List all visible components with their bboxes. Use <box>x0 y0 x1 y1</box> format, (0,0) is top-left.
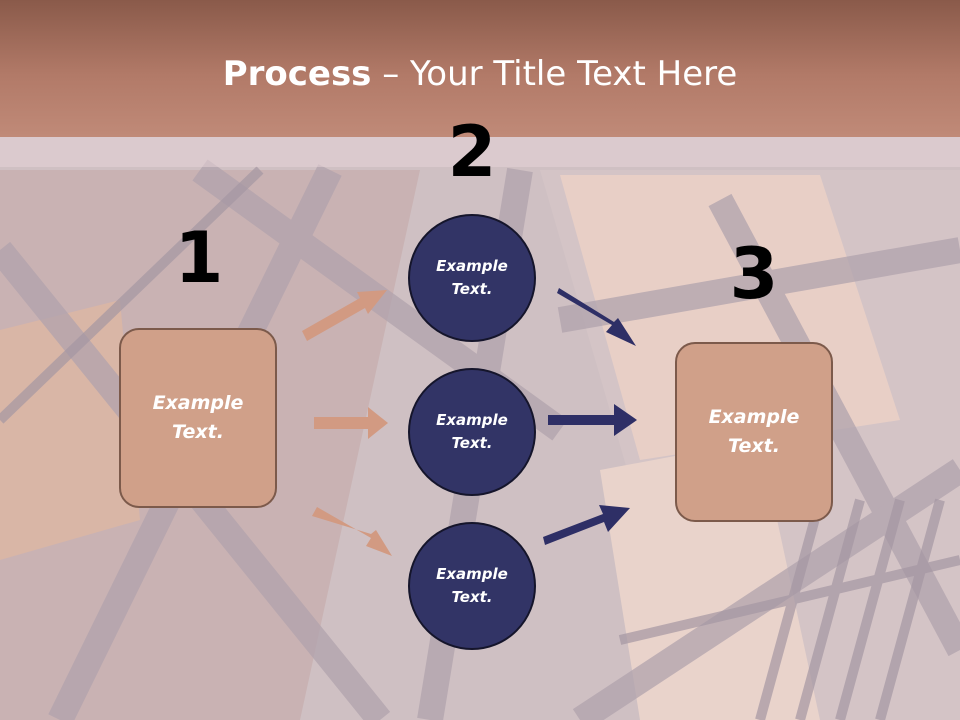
step-3-box[interactable]: Example Text. <box>675 342 833 522</box>
step-1-text: Example Text. <box>152 392 244 443</box>
step-2-number: 2 <box>447 111 497 193</box>
title-strong: Process <box>222 54 372 94</box>
slide-title: Process – Your Title Text Here <box>0 52 960 96</box>
circle-middle-text: Example Text. <box>436 411 508 452</box>
circle-bottom[interactable]: Example Text. <box>408 522 536 650</box>
step-1-box[interactable]: Example Text. <box>119 328 277 508</box>
circle-bottom-text: Example Text. <box>436 565 508 606</box>
title-rest: – Your Title Text Here <box>371 54 738 94</box>
step-3-number: 3 <box>729 233 779 315</box>
title-band <box>0 137 960 167</box>
circle-top[interactable]: Example Text. <box>408 214 536 342</box>
step-1-number: 1 <box>174 217 224 299</box>
circle-top-text: Example Text. <box>436 257 508 298</box>
step-3-text: Example Text. <box>708 406 800 457</box>
circle-middle[interactable]: Example Text. <box>408 368 536 496</box>
title-bar <box>0 0 960 137</box>
